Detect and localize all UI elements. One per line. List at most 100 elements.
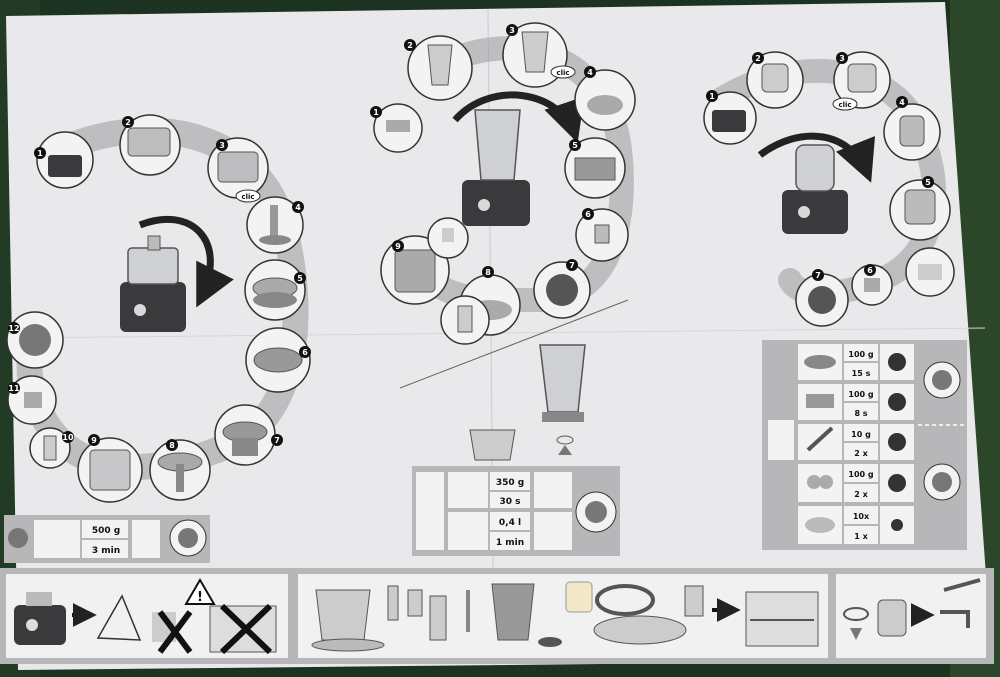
right-quantity-table: 100 g 15 s 100 g 8 s 10 g 2 x 100 g 2 x … xyxy=(762,340,967,550)
feed-tube-icon xyxy=(429,595,447,641)
step-number: 8 xyxy=(485,268,491,277)
click-badge xyxy=(235,189,261,203)
step-number: 1 xyxy=(709,92,715,101)
step-number: 7 xyxy=(815,271,821,280)
step-circle xyxy=(245,327,311,393)
seal-ring-icon xyxy=(843,607,869,621)
table-row xyxy=(798,424,914,460)
disc-icon xyxy=(8,528,28,548)
step-circle xyxy=(574,69,636,131)
step-circle xyxy=(427,217,469,259)
time-value: 2 x xyxy=(854,490,868,499)
step-number: 9 xyxy=(395,242,401,251)
warning-icon: ! xyxy=(184,578,216,605)
step-circle xyxy=(795,273,849,327)
step-number: 9 xyxy=(91,436,97,445)
blender-illustration xyxy=(462,109,530,226)
blade-icon xyxy=(538,637,562,647)
step-number: 2 xyxy=(755,54,761,63)
rotation-arrow xyxy=(757,132,875,183)
step-circle xyxy=(407,35,473,101)
blender-jug-icon xyxy=(491,583,535,641)
lid-icon xyxy=(311,638,385,652)
left-quantity-table: 500 g 3 min xyxy=(4,515,210,563)
step-number: 4 xyxy=(587,68,593,77)
svg-text:!: ! xyxy=(197,590,203,605)
pusher-icon xyxy=(387,585,399,621)
food-processor-illustration xyxy=(120,235,186,332)
step-circle xyxy=(380,235,450,305)
click-badge xyxy=(832,97,858,111)
brush-icon xyxy=(943,578,981,592)
pusher-small-icon xyxy=(407,589,423,617)
cup-icon xyxy=(565,581,593,613)
base-unit-icon xyxy=(14,592,66,645)
step-number: 5 xyxy=(297,274,303,283)
time-value: 1 x xyxy=(854,532,868,541)
step-circle xyxy=(746,51,804,109)
disc-ring-icon xyxy=(595,584,655,616)
middle-quantity-table: 350 g 30 s 0,4 l 1 min xyxy=(412,466,620,556)
click-badge-label: clic xyxy=(241,193,254,201)
step-circle xyxy=(29,427,71,469)
step-number: 2 xyxy=(407,41,413,50)
click-badge-label: clic xyxy=(838,101,851,109)
time-value: 3 min xyxy=(92,546,120,556)
left-step-circles xyxy=(6,114,311,503)
step-circle xyxy=(440,295,490,345)
time-value: 1 min xyxy=(496,538,524,548)
step-circle xyxy=(6,311,64,369)
time-value: 8 s xyxy=(854,409,867,418)
blender-jug-illustration xyxy=(469,344,586,461)
step-number: 4 xyxy=(899,98,905,107)
step-circle xyxy=(214,404,276,466)
step-number: 5 xyxy=(572,141,578,150)
citrus-press-icon xyxy=(593,615,687,645)
no-dishwasher-icon xyxy=(209,603,277,655)
ingredient-cell xyxy=(34,520,80,558)
step-number: 3 xyxy=(509,26,515,35)
section-divider xyxy=(399,299,629,389)
right-step-circles xyxy=(703,51,955,327)
no-water-icon xyxy=(152,610,193,654)
step-number: 1 xyxy=(37,149,43,158)
step-circle xyxy=(533,261,591,319)
step-circle xyxy=(833,51,891,109)
step-number: 6 xyxy=(302,348,308,357)
shaft-icon xyxy=(466,590,470,632)
amount-value: 0,4 l xyxy=(499,518,521,528)
left-step-numbers: 1 2 3 4 5 6 7 8 9 10 11 12 xyxy=(8,116,311,451)
amount-value: 10x xyxy=(853,512,870,521)
step-circle xyxy=(703,91,757,145)
step-number: 12 xyxy=(8,324,19,333)
step-circle xyxy=(883,103,941,161)
step-number: 3 xyxy=(839,54,845,63)
step-number: 3 xyxy=(219,141,225,150)
step-circle xyxy=(36,131,94,189)
cleaning-instructions-strip: ! xyxy=(0,568,994,664)
amount-value: 100 g xyxy=(848,470,873,479)
rotation-arrow xyxy=(138,215,234,308)
amount-value: 100 g xyxy=(848,390,873,399)
time-value: 30 s xyxy=(499,497,520,507)
step-number: 10 xyxy=(62,433,74,442)
rotation-arrow xyxy=(452,91,585,143)
step-number: 4 xyxy=(295,203,301,212)
grinder-illustration xyxy=(782,144,848,234)
faucet-icon xyxy=(940,610,970,628)
step-circle xyxy=(244,259,306,321)
step-number: 8 xyxy=(169,441,175,450)
middle-step-circles xyxy=(373,22,636,345)
step-number: 11 xyxy=(8,384,20,393)
grinder-jar-icon xyxy=(877,599,907,637)
cloth-icon xyxy=(96,594,142,641)
step-number: 5 xyxy=(925,178,931,187)
step-circle xyxy=(564,137,626,199)
step-number: 1 xyxy=(373,108,379,117)
right-step-numbers: 1 2 3 4 5 6 7 xyxy=(706,52,934,281)
filter-icon xyxy=(684,585,704,617)
amount-value: 10 g xyxy=(851,430,871,439)
step-number: 2 xyxy=(125,118,131,127)
amount-value: 350 g xyxy=(496,478,524,488)
step-number: 7 xyxy=(569,261,575,270)
